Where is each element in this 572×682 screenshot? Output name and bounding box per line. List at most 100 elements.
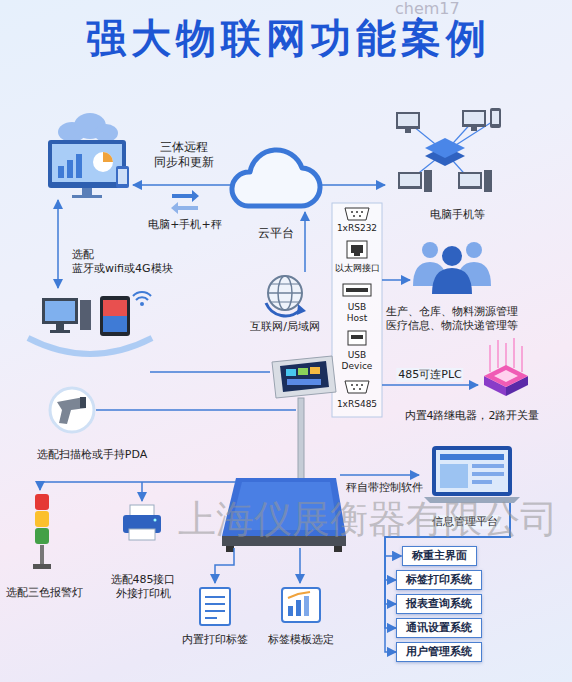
label-document-icon xyxy=(205,603,225,605)
ports-panel xyxy=(359,388,361,390)
scanner-icon xyxy=(57,397,86,424)
system-box: 标签打印系统 xyxy=(396,570,482,590)
laptop-icon xyxy=(472,480,492,484)
ports-panel xyxy=(351,211,353,213)
label-document-icon xyxy=(205,596,225,598)
scale-illustration xyxy=(298,368,308,375)
network-devices-icon xyxy=(462,110,486,127)
wire-lines xyxy=(340,474,419,476)
network-devices-icon xyxy=(490,108,501,128)
node-text: 三体远程 同步和更新 xyxy=(148,140,220,170)
globe-icon xyxy=(268,292,302,294)
network-devices-icon xyxy=(484,170,492,192)
people-icon xyxy=(442,246,462,266)
people-icon xyxy=(413,242,491,294)
connector-line xyxy=(322,184,385,186)
scanner-icon xyxy=(50,388,94,432)
node-text: 选配三色报警灯 xyxy=(6,586,83,600)
cloud-computer-icon xyxy=(48,113,129,198)
cloud-node: 云平台 xyxy=(230,138,322,212)
scanner-node: 选配扫描枪或手持PDA xyxy=(48,388,96,434)
cloud-computer-icon xyxy=(94,124,118,142)
wireless-node: 选配 蓝牙或wifi或4G模块 xyxy=(35,288,147,358)
wireless-devices-icon xyxy=(28,292,152,354)
connector-line xyxy=(382,384,478,386)
wireless-devices-icon xyxy=(133,292,151,296)
laptop-icon xyxy=(436,450,508,492)
label-document-icon xyxy=(200,588,230,625)
wireless-devices-icon xyxy=(140,302,144,306)
system-box: 称重主界面 xyxy=(402,546,477,566)
node-text: 互联网/局域网 xyxy=(250,320,320,334)
network-devices-icon xyxy=(405,129,411,133)
laptop-icon xyxy=(432,446,512,496)
ports-node: 1xRS232以太网接口USB HostUSB Device1xRS485 xyxy=(332,203,382,417)
ports-panel xyxy=(348,331,366,345)
title-text: 强大物联网功能案例 xyxy=(86,14,491,62)
printer-icon xyxy=(129,529,155,540)
network-devices-icon xyxy=(425,138,465,158)
ports-panel xyxy=(356,384,358,386)
wireless-devices-icon xyxy=(136,297,148,300)
cloud-icon xyxy=(232,150,320,206)
node-text: 选配扫描枪或手持PDA xyxy=(37,448,147,462)
wireless-devices-icon xyxy=(100,296,130,336)
network-devices-icon xyxy=(398,114,418,126)
wire-lines xyxy=(215,548,234,583)
wireless-devices-icon xyxy=(42,298,78,324)
scale-illustration xyxy=(226,546,234,552)
label-document-icon xyxy=(205,610,225,612)
label-text: 电脑+手机+秤 xyxy=(148,218,221,232)
edge-label: 485可连PLC xyxy=(396,368,463,382)
signal-light-icon xyxy=(35,494,49,510)
network-devices-icon xyxy=(408,120,495,180)
connector-line xyxy=(133,184,230,186)
node-text: USB Device xyxy=(340,350,374,373)
ports-panel xyxy=(332,203,382,417)
network-devices-icon xyxy=(458,172,482,189)
network-devices-icon xyxy=(464,112,484,124)
cloud-computer-icon xyxy=(72,195,102,198)
plc-chip-icon xyxy=(484,338,528,396)
wire-lines xyxy=(299,548,301,583)
document-node: 内置打印标签 xyxy=(195,585,235,627)
scale-illustration xyxy=(310,367,320,374)
node-text: 选配485接口 外接打印机 xyxy=(98,573,188,601)
ports-panel xyxy=(351,245,363,253)
node-text: USB Host xyxy=(340,302,374,325)
ports-panel xyxy=(332,203,382,417)
network-devices-icon xyxy=(400,174,420,186)
wireless-devices-icon xyxy=(50,330,70,333)
cloud-computer-icon xyxy=(118,169,127,184)
laptop-icon xyxy=(472,464,504,468)
ports-panel xyxy=(353,215,355,217)
laptop-icon xyxy=(440,454,504,460)
globe-icon xyxy=(266,276,306,316)
node-text: 内置打印标签 xyxy=(182,633,248,647)
signal-light-icon xyxy=(40,545,44,565)
people-icon xyxy=(422,242,438,258)
template-icon xyxy=(304,596,309,616)
network-node: 互联网/局域网 xyxy=(262,272,308,316)
ports-panel xyxy=(351,384,353,386)
wire-lines xyxy=(141,482,143,501)
system-name: 标签打印系统 xyxy=(406,573,472,587)
people-icon xyxy=(432,268,472,294)
scanner-icon xyxy=(80,397,86,408)
wire-lines xyxy=(40,482,236,490)
globe-icon xyxy=(266,303,300,316)
template-icon xyxy=(288,606,293,616)
network-devices-icon xyxy=(492,111,499,124)
network-devices-icon xyxy=(396,112,420,129)
signal-light-icon xyxy=(33,494,51,569)
cloud-computer-icon xyxy=(48,140,126,188)
label-document-icon xyxy=(200,588,230,625)
wire-lines xyxy=(96,409,296,411)
template-icon xyxy=(282,588,320,622)
system-box: 用户管理系统 xyxy=(396,642,482,662)
node-text: 内置4路继电器，2路开关量 xyxy=(405,409,540,423)
globe-icon xyxy=(271,284,299,285)
plc-chip-icon xyxy=(489,345,491,372)
